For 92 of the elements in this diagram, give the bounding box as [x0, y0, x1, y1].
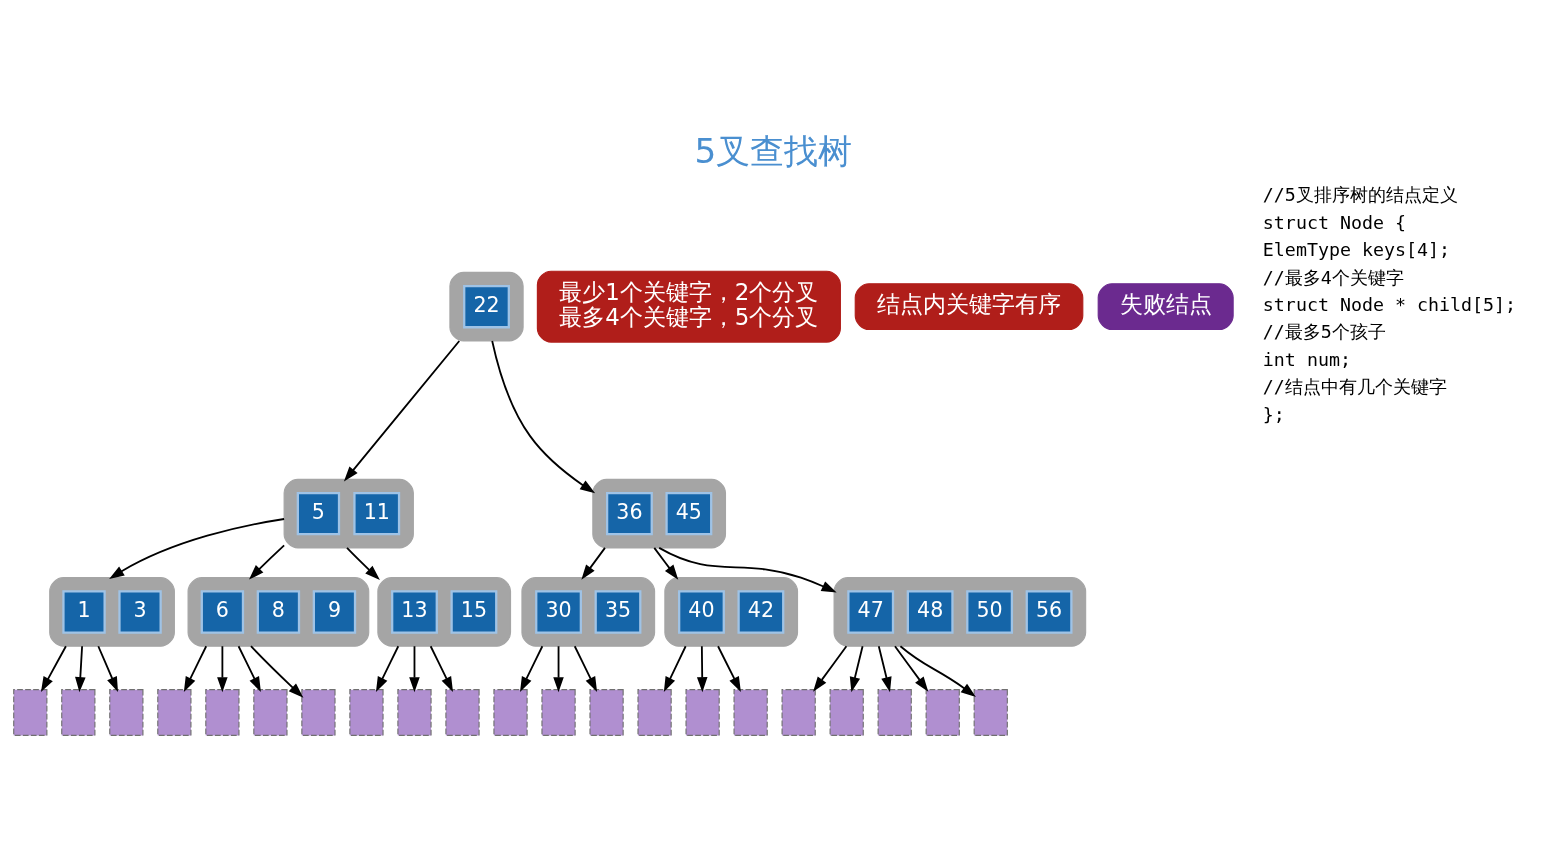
arrow	[183, 644, 207, 692]
label: struct Node * child[5];	[1262, 293, 1516, 315]
arrow	[375, 644, 399, 692]
arrow	[552, 644, 564, 692]
arrow	[519, 644, 543, 692]
node-box: 22	[462, 284, 510, 328]
cluster	[591, 478, 726, 548]
node-box: 5	[296, 491, 340, 535]
node-box: 11	[352, 491, 400, 535]
cluster	[520, 576, 655, 647]
arrow	[812, 644, 847, 692]
cluster	[663, 576, 798, 647]
node-box	[396, 688, 432, 736]
label: //结点中有几个关键字	[1262, 375, 1447, 397]
node-box	[300, 688, 336, 736]
label: ElemType keys[4];	[1262, 238, 1450, 260]
node-box: 3	[117, 589, 162, 634]
node-box	[973, 688, 1008, 736]
node-box: 13	[390, 589, 438, 634]
cluster	[48, 576, 175, 647]
node-box: 40	[677, 589, 725, 634]
node-box	[108, 688, 143, 736]
node-box	[781, 688, 816, 736]
node-box	[829, 688, 864, 736]
arrow	[696, 644, 707, 692]
node-box	[588, 688, 624, 736]
node-box: 47	[846, 589, 894, 634]
arrow	[96, 644, 118, 692]
node-box: 56	[1025, 589, 1072, 634]
arrow	[408, 644, 420, 692]
node-box	[925, 688, 960, 736]
arrow	[849, 644, 863, 692]
cluster	[187, 576, 369, 647]
node-box: 结点内关键字有序	[854, 282, 1083, 330]
label: int num;	[1262, 348, 1351, 370]
arrow	[343, 339, 460, 481]
node-box	[877, 688, 912, 736]
diagram-title: 5叉查找树	[694, 130, 852, 171]
arrow	[237, 644, 261, 692]
arrow	[652, 546, 678, 580]
node-box: 42	[737, 589, 784, 634]
arrow	[716, 644, 741, 692]
node-box: 35	[594, 589, 641, 634]
node-box: 15	[450, 589, 497, 634]
label: struct Node {	[1262, 211, 1406, 233]
arrow	[248, 543, 285, 580]
node-box: 50	[965, 589, 1013, 634]
node-box	[60, 688, 95, 736]
node-box: 36	[605, 491, 653, 535]
node-box: 失败结点	[1097, 282, 1234, 330]
node-box	[732, 688, 768, 736]
label: //5叉排序树的结点定义	[1262, 183, 1458, 205]
arrow	[899, 644, 976, 697]
node-box	[636, 688, 672, 736]
arrow	[490, 339, 595, 493]
node-box	[444, 688, 480, 736]
arrow	[40, 644, 67, 692]
node-box: 30	[534, 589, 582, 634]
arrow	[657, 546, 837, 593]
label: };	[1262, 403, 1285, 425]
cluster	[376, 576, 511, 647]
arrow	[573, 644, 597, 692]
cluster	[283, 478, 414, 548]
label: //最多4个关键字	[1262, 266, 1404, 288]
arrow	[249, 644, 303, 698]
node-box	[348, 688, 384, 736]
node-box: 45	[664, 491, 712, 535]
arrow	[877, 644, 892, 692]
cluster	[833, 576, 1086, 647]
node-box	[156, 688, 191, 736]
node-box: 9	[312, 589, 356, 634]
arrow	[429, 644, 453, 692]
node-box	[204, 688, 240, 736]
node-box: 6	[200, 589, 244, 634]
arrow	[345, 546, 380, 580]
node-box: 最少1个关键字，2个分叉 最多4个关键字，5个分叉	[536, 270, 841, 343]
cluster	[448, 271, 524, 342]
node-box: 1	[61, 589, 106, 634]
node-box	[252, 688, 288, 736]
node-box: 8	[256, 589, 300, 634]
arrow	[580, 546, 606, 580]
arrow	[663, 644, 687, 692]
arrow	[893, 644, 928, 692]
node-box	[12, 688, 47, 736]
node-box	[492, 688, 528, 736]
label: //最多5个孩子	[1262, 320, 1386, 342]
arrow	[74, 644, 86, 692]
node-box	[684, 688, 720, 736]
node-box	[540, 688, 576, 736]
arrow	[216, 644, 228, 692]
node-box: 48	[906, 589, 954, 634]
arrow	[108, 517, 285, 579]
